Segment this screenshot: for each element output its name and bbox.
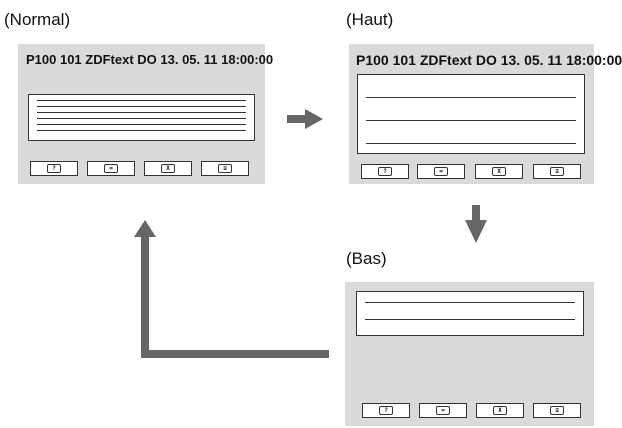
teletext-index-icon: ≡: [550, 406, 564, 415]
text-line: [365, 302, 575, 303]
teletext-mix-icon: =: [436, 406, 450, 415]
label-bas: (Bas): [346, 249, 387, 268]
mix-button[interactable]: =: [419, 403, 467, 418]
text-line: [37, 112, 246, 113]
teletext-reveal-icon: ?: [47, 164, 61, 173]
teletext-mix-icon: =: [434, 167, 448, 176]
screen-haut: P100 101 ZDFtext DO 13. 05. 11 18:00:00 …: [349, 44, 622, 184]
teletext-page-content: [356, 291, 584, 336]
flow-arrows: [134, 109, 487, 358]
teletext-header: P100 101 ZDFtext DO 13. 05. 11 18:00:00: [26, 52, 274, 67]
screen-normal: P100 101 ZDFtext DO 13. 05. 11 18:00:00 …: [18, 44, 273, 184]
reveal-button[interactable]: ?: [362, 403, 410, 418]
mix-button[interactable]: =: [87, 161, 135, 176]
text-line: [37, 124, 246, 125]
mix-button[interactable]: =: [417, 164, 465, 179]
arrow-down: [465, 205, 487, 243]
index-button[interactable]: ≡: [201, 161, 249, 176]
text-line: [366, 120, 576, 121]
teletext-reveal-icon: ?: [379, 406, 393, 415]
teletext-cancel-icon: X: [492, 167, 506, 176]
text-line: [366, 97, 576, 98]
text-line: [37, 130, 246, 131]
cancel-button[interactable]: X: [475, 164, 523, 179]
arrow-return: [134, 220, 329, 358]
text-line: [37, 118, 246, 119]
reveal-button[interactable]: ?: [361, 164, 409, 179]
teletext-cancel-icon: X: [493, 406, 507, 415]
teletext-index-icon: ≡: [218, 164, 232, 173]
teletext-mix-icon: =: [104, 164, 118, 173]
cancel-button[interactable]: X: [476, 403, 524, 418]
arrow-right: [287, 109, 323, 129]
text-line: [37, 100, 246, 101]
index-button[interactable]: ≡: [533, 164, 581, 179]
reveal-button[interactable]: ?: [30, 161, 78, 176]
label-normal: (Normal): [4, 10, 71, 29]
teletext-cancel-icon: X: [161, 164, 175, 173]
text-line: [366, 143, 576, 144]
label-haut: (Haut): [346, 10, 394, 29]
cancel-button[interactable]: X: [144, 161, 192, 176]
teletext-reveal-icon: ?: [378, 167, 392, 176]
text-line: [365, 319, 575, 320]
text-line: [37, 106, 246, 107]
teletext-index-icon: ≡: [550, 167, 564, 176]
index-button[interactable]: ≡: [533, 403, 581, 418]
teletext-page-content: [28, 94, 255, 141]
teletext-page-content: [357, 74, 585, 154]
teletext-header: P100 101 ZDFtext DO 13. 05. 11 18:00:00: [356, 52, 622, 68]
screen-bas: ? = X ≡: [345, 282, 594, 426]
